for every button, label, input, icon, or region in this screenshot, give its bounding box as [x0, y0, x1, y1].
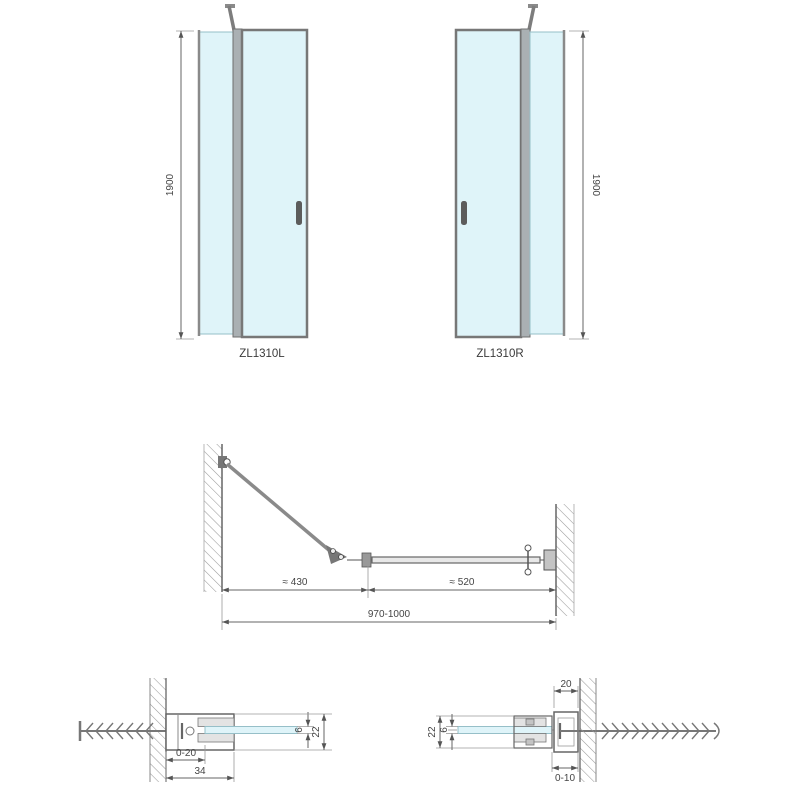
- plan-dimensions: ≈ 430 ≈ 520 970-1000: [221, 566, 557, 630]
- fixed-glass-panel: [198, 31, 234, 335]
- wall-bracket-fitting: [524, 544, 532, 576]
- bolt: [525, 738, 535, 746]
- door-handle: [461, 201, 467, 225]
- wall-hinge-bracket: [218, 456, 227, 468]
- detail-left-dimensions: 0-20 34 6 22: [165, 712, 332, 782]
- fixed-glass-panel: [529, 31, 565, 335]
- clamp-jaw-bottom: [197, 733, 235, 743]
- detail-view-right: 20 22 6 0-10: [427, 678, 720, 784]
- total-width-dim-label: 970-1000: [368, 609, 411, 620]
- door-handle: [296, 201, 302, 225]
- fixed-panel-plan: [371, 556, 541, 564]
- glass-panel-section: [204, 726, 298, 734]
- wall-anchor: [596, 722, 720, 740]
- adjustment-dim-label: 0-10: [555, 773, 575, 784]
- plan-view: ≈ 430 ≈ 520 970-1000: [203, 444, 575, 630]
- model-label-left: ZL1310L: [239, 348, 285, 360]
- bolt: [185, 726, 195, 736]
- height-dim-label-right: 1900: [590, 174, 601, 197]
- door-glass-panel: [241, 29, 308, 338]
- open-door-panel: [225, 462, 332, 553]
- door-glass-panel: [455, 29, 522, 338]
- hinge-profile: [520, 28, 531, 338]
- front-view-right: 1900 ZL1310R: [454, 4, 601, 360]
- wall-profile-plan: [543, 549, 557, 571]
- anchor-tip: [713, 722, 720, 740]
- clamp-jaw-top: [197, 717, 235, 727]
- door-hinge-fitting: [326, 545, 347, 564]
- wall-section-left: [203, 444, 223, 592]
- front-view-left: 1900 ZL1310L: [165, 4, 309, 360]
- adjustment-dim-label: 0-20: [176, 748, 196, 759]
- wall-section: [579, 678, 597, 782]
- door-frame: [240, 28, 309, 339]
- wall-profile-width-dim-label: 20: [560, 679, 572, 690]
- fixed-width-dim-label: ≈ 520: [450, 577, 475, 588]
- wall-anchor: [78, 721, 166, 741]
- profile-height-dim-label: 22: [311, 726, 322, 738]
- glass-panel-section: [457, 726, 553, 734]
- profile-height-dim-label: 22: [427, 726, 438, 738]
- model-label-right: ZL1310R: [476, 348, 523, 360]
- glass-thickness-dim-label: 6: [439, 727, 450, 733]
- clamp-profile-section: [513, 715, 553, 749]
- height-dimension-left: 1900: [165, 30, 194, 340]
- hinge-profile: [232, 28, 243, 338]
- height-dim-label-left: 1900: [165, 173, 176, 196]
- panel-clamp: [361, 552, 372, 568]
- bolt: [525, 718, 535, 726]
- door-width-dim-label: ≈ 430: [283, 577, 308, 588]
- profile-depth-dim-label: 34: [194, 766, 206, 777]
- glass-thickness-dim-label: 6: [294, 727, 305, 733]
- detail-view-left: 0-20 34 6 22: [78, 678, 332, 782]
- height-dimension-right: 1900: [569, 30, 601, 340]
- detail-right-dimensions: 20 22 6 0-10: [427, 679, 579, 784]
- wall-section-right: [555, 504, 575, 616]
